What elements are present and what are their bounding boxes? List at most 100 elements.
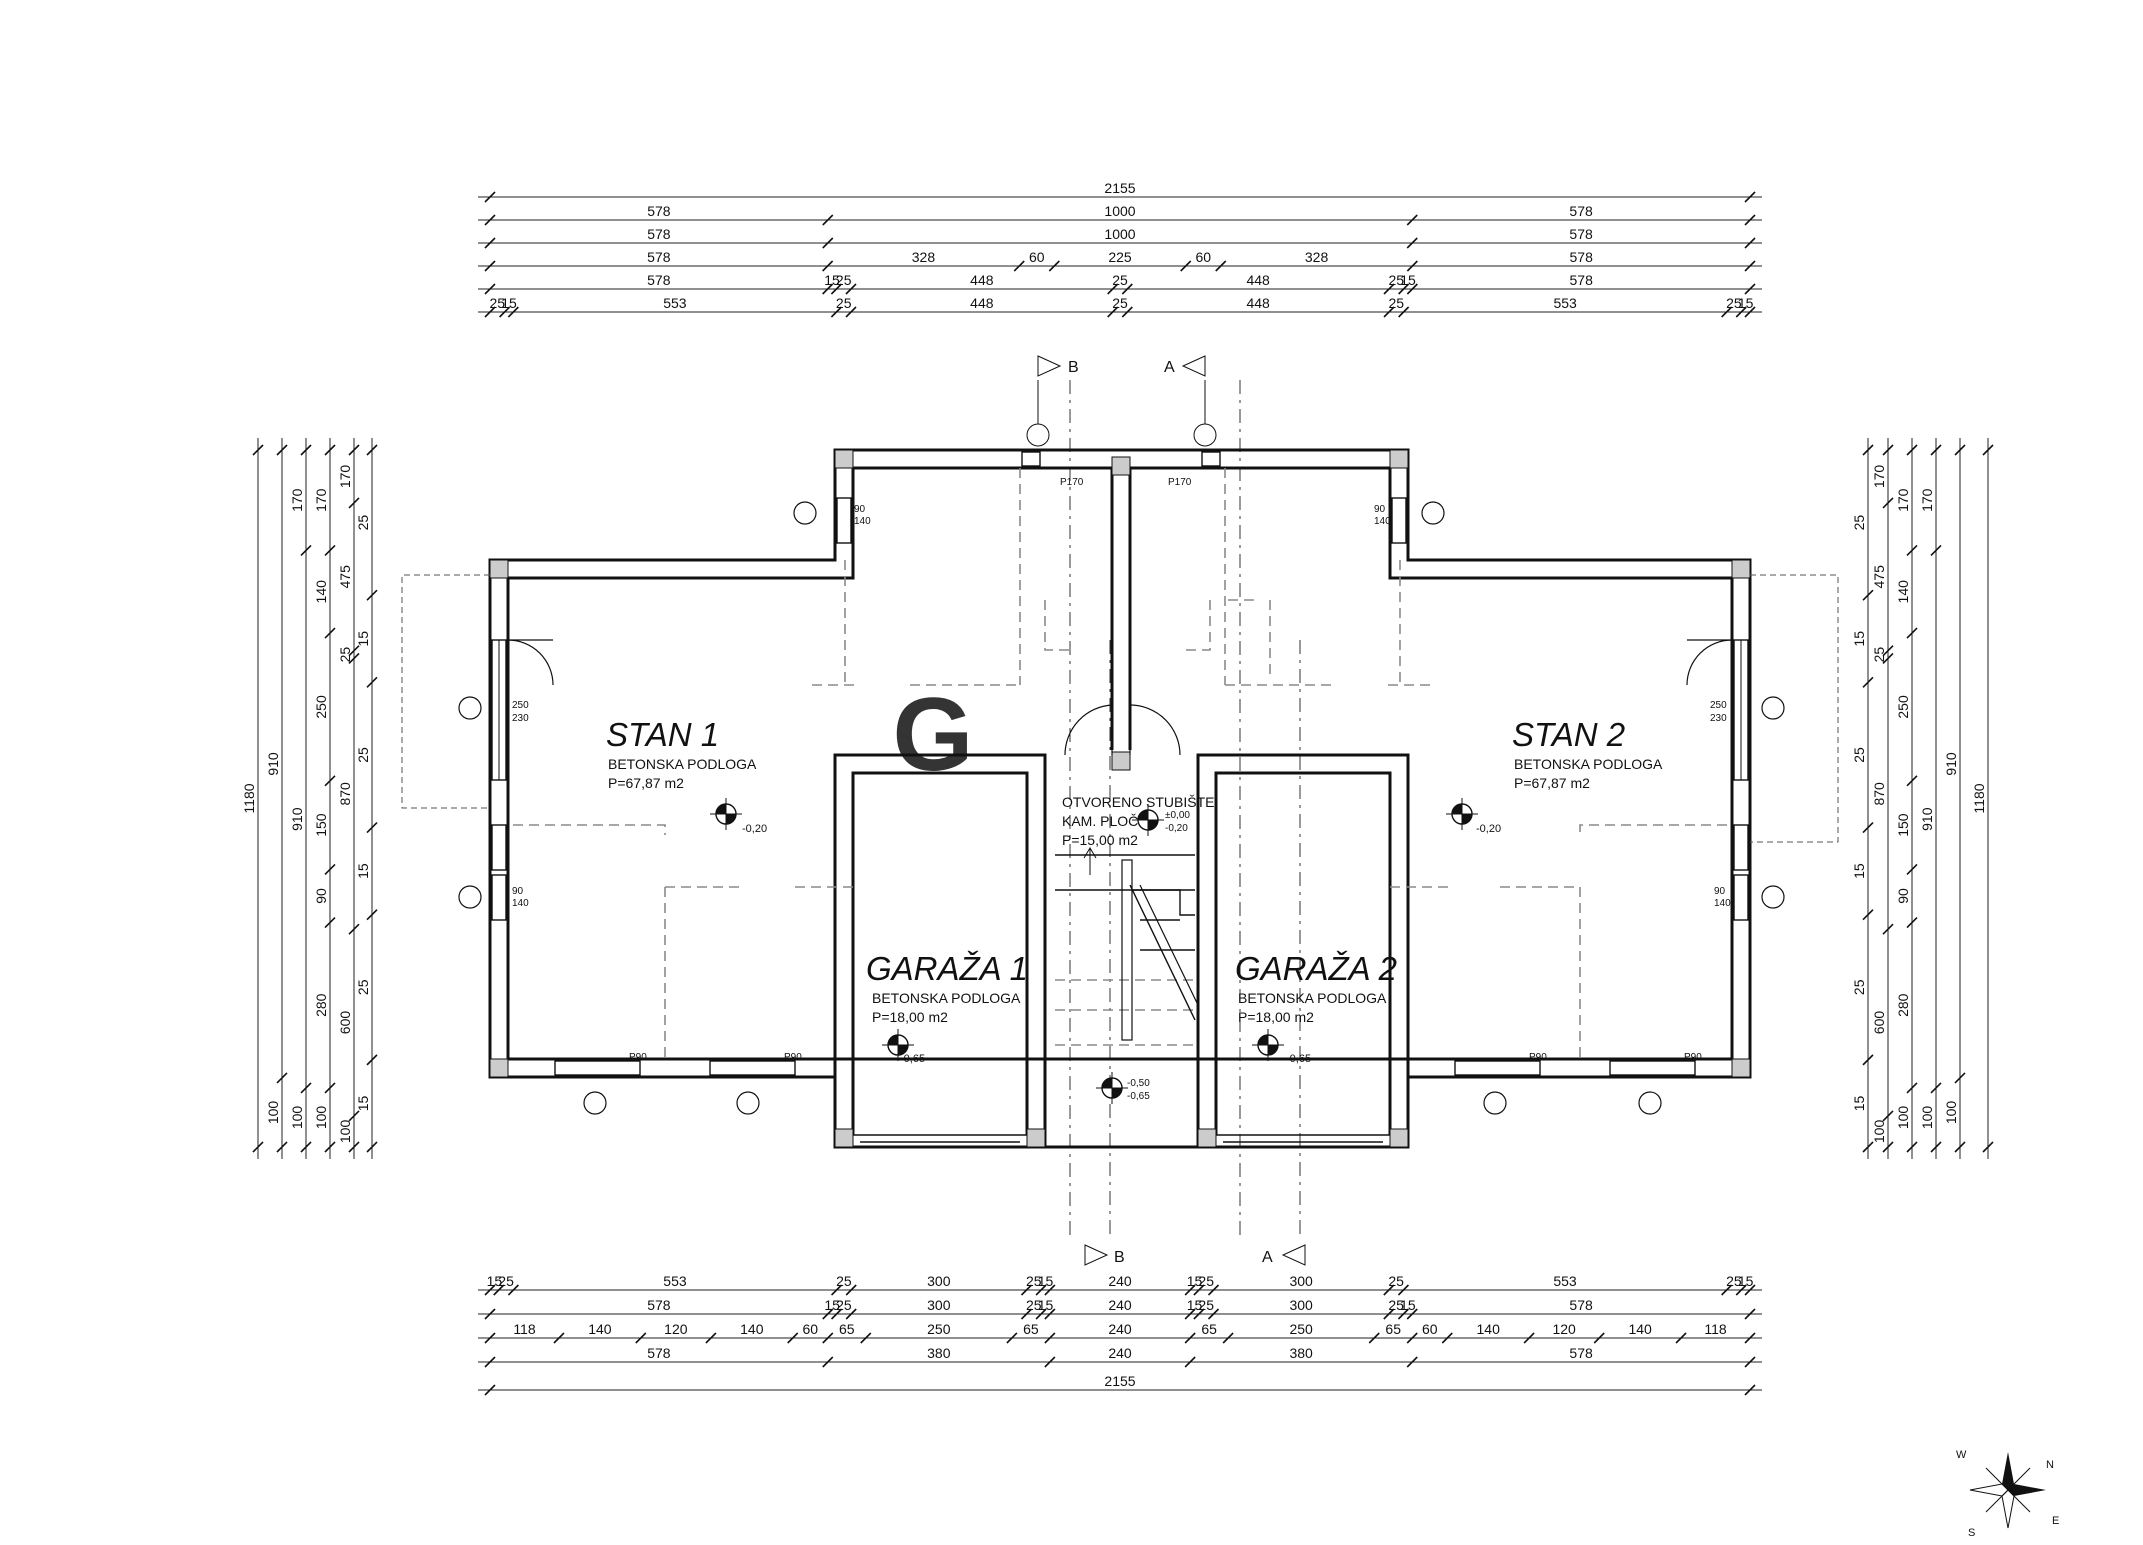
dim-label: 100 <box>337 1120 353 1144</box>
room-area: P=67,87 m2 <box>1514 775 1590 791</box>
dim-label: 280 <box>313 993 329 1017</box>
dim-tick <box>1406 283 1418 295</box>
dim-tick <box>348 652 360 665</box>
dim-label: 380 <box>1289 1345 1313 1361</box>
dim-label: 15 <box>1738 1273 1754 1289</box>
dim-label: 25 <box>1726 295 1742 311</box>
dashed-outlines <box>513 468 1727 1059</box>
dim-label: 250 <box>313 695 329 719</box>
dim-label: 2155 <box>1104 1373 1135 1389</box>
dim-tick <box>845 283 857 295</box>
dim-label: 65 <box>839 1321 855 1337</box>
dim-tick <box>1180 260 1192 272</box>
room-floor: BETONSKA PODLOGA <box>1514 756 1663 772</box>
room-floor: BETONSKA PODLOGA <box>872 990 1021 1006</box>
dim-tick <box>1744 260 1756 272</box>
dim-label: 600 <box>337 1011 353 1035</box>
dim-label: 1000 <box>1104 226 1135 242</box>
dim-label: 15 <box>355 631 371 647</box>
dim-label: 448 <box>970 272 994 288</box>
dim-tick <box>1406 260 1418 272</box>
dim-tick <box>1193 1284 1205 1296</box>
dim-label: 170 <box>313 488 329 512</box>
dim-tick <box>1744 191 1756 203</box>
dim-label: 578 <box>647 249 671 265</box>
room-stan2: STAN 2 BETONSKA PODLOGA P=67,87 m2 -0,20 <box>1476 716 1663 835</box>
dim-label: 15 <box>1851 631 1867 647</box>
dim-label: 25 <box>355 747 371 763</box>
dim-label: 1000 <box>1104 203 1135 219</box>
svg-text:140: 140 <box>854 516 871 527</box>
dim-label: 25 <box>337 647 353 663</box>
dim-tick <box>1906 1141 1918 1153</box>
dim-tick <box>635 1332 647 1344</box>
dim-label: 578 <box>1569 226 1593 242</box>
dim-tick <box>1107 306 1119 318</box>
dim-label: 553 <box>663 1273 687 1289</box>
dim-label: 910 <box>265 752 281 776</box>
dim-label: 300 <box>1289 1273 1313 1289</box>
dim-tick <box>300 1082 312 1094</box>
dim-tick <box>1013 260 1025 272</box>
dim-label: 25 <box>355 515 371 531</box>
dim-label: 1180 <box>1971 783 1987 813</box>
room-name: GARAŽA 2 <box>1235 950 1397 987</box>
dim-label: 100 <box>313 1106 329 1130</box>
dim-label: 90 <box>313 888 329 904</box>
level-mark: -0,20 <box>742 823 767 835</box>
dim-label: 150 <box>1895 813 1911 837</box>
dim-tick <box>348 645 360 657</box>
dim-tick <box>822 214 834 226</box>
dim-label: 25 <box>355 979 371 995</box>
dim-tick <box>822 1308 834 1320</box>
room-name: STAN 1 <box>606 716 719 753</box>
dim-tick <box>1982 1141 1994 1153</box>
dim-tick <box>1006 1332 1018 1344</box>
dim-label: 100 <box>1943 1101 1959 1125</box>
dim-label: 65 <box>1385 1321 1401 1337</box>
dim-label: 578 <box>647 272 671 288</box>
dim-tick <box>1882 444 1894 456</box>
dim-tick <box>1398 283 1410 295</box>
dim-tick <box>1862 909 1874 921</box>
dim-tick <box>822 283 834 295</box>
dim-label: 170 <box>1895 488 1911 512</box>
dim-tick <box>1930 444 1942 456</box>
dim-tick <box>1383 1284 1395 1296</box>
level-mark: -0,20 <box>1165 823 1188 834</box>
dim-tick <box>1954 1141 1966 1153</box>
dim-tick <box>1862 1054 1874 1066</box>
dim-tick <box>1020 1284 1033 1296</box>
dim-tick <box>1675 1332 1687 1344</box>
level-symbols <box>710 798 1478 1104</box>
dim-label: 553 <box>663 295 687 311</box>
dim-tick <box>1184 1284 1196 1296</box>
dim-tick <box>1906 627 1918 639</box>
dim-label: 448 <box>970 295 994 311</box>
dim-tick <box>1930 544 1942 556</box>
dim-label: 553 <box>1553 295 1577 311</box>
dim-tick <box>300 444 312 456</box>
dim-tick <box>1735 306 1747 318</box>
dim-tick <box>1906 544 1918 556</box>
dim-label: 25 <box>1112 272 1128 288</box>
dim-tick <box>1184 1308 1196 1320</box>
dim-label: 870 <box>1871 782 1887 806</box>
dim-tick <box>252 444 264 456</box>
svg-text:B: B <box>1114 1249 1125 1266</box>
dim-tick <box>830 306 842 318</box>
room-floor: KAM. PLOČE <box>1062 813 1148 829</box>
dim-label: 15 <box>355 863 371 879</box>
dim-tick <box>1523 1332 1535 1344</box>
dim-label: 25 <box>1388 1297 1404 1313</box>
svg-text:P90: P90 <box>1529 1052 1547 1063</box>
dim-label: 100 <box>1895 1106 1911 1130</box>
dim-tick <box>324 444 336 456</box>
dim-tick <box>1397 1284 1410 1296</box>
dim-tick <box>1406 1356 1418 1368</box>
dim-label: 25 <box>836 295 852 311</box>
dim-label: 25 <box>1726 1273 1742 1289</box>
svg-text:N: N <box>2046 1459 2054 1471</box>
dim-tick <box>822 260 834 272</box>
dim-tick <box>1121 283 1133 295</box>
